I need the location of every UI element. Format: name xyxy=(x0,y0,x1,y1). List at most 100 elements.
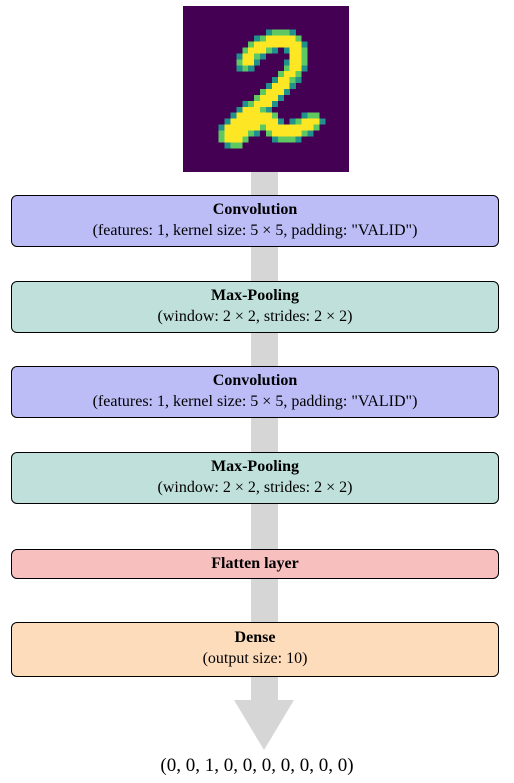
digit-pixel xyxy=(236,118,243,125)
digit-pixel xyxy=(236,106,243,113)
digit-pixel xyxy=(313,112,320,119)
digit-pixel xyxy=(271,41,278,48)
digit-pixel xyxy=(283,59,290,66)
digit-pixel xyxy=(248,124,255,131)
layer-detail: (window: 2 × 2, strides: 2 × 2) xyxy=(157,308,353,325)
digit-pixel xyxy=(260,89,267,96)
digit-pixel xyxy=(277,77,284,84)
digit-pixel xyxy=(295,47,302,54)
digit-pixel xyxy=(295,35,302,42)
digit-pixel xyxy=(266,118,273,125)
digit-pixel xyxy=(295,118,302,125)
digit-pixel xyxy=(224,124,231,131)
digit-pixel xyxy=(254,130,261,137)
digit-pixel xyxy=(230,136,237,143)
digit-pixel xyxy=(289,83,296,90)
digit-pixel xyxy=(254,35,261,42)
digit-pixel xyxy=(301,59,308,66)
digit-pixel xyxy=(313,118,320,125)
digit-pixel xyxy=(289,130,296,137)
digit-pixel xyxy=(236,53,243,60)
digit-pixel xyxy=(271,89,278,96)
digit-pixel xyxy=(307,130,314,137)
digit-pixel xyxy=(248,65,255,72)
digit-pixel xyxy=(283,29,290,36)
digit-pixel xyxy=(242,124,249,131)
digit-pixel xyxy=(260,112,267,119)
digit-pixel xyxy=(266,41,273,48)
digit-pixel xyxy=(248,53,255,60)
digit-pixel xyxy=(307,124,314,131)
digit-pixel xyxy=(236,112,243,119)
digit-pixel xyxy=(236,59,243,66)
digit-pixel xyxy=(260,41,267,48)
digit-pixel xyxy=(283,77,290,84)
digit-pixel xyxy=(289,118,296,125)
flatten-layer: Flatten layer xyxy=(11,549,499,579)
digit-pixel xyxy=(301,53,308,60)
digit-pixel xyxy=(271,124,278,131)
digit-pixel xyxy=(260,124,267,131)
digit-pixel xyxy=(283,124,290,131)
digit-pixel xyxy=(271,100,278,107)
digit-pixel xyxy=(301,130,308,137)
digit-pixel xyxy=(271,118,278,125)
digit-pixel xyxy=(271,94,278,101)
digit-pixel xyxy=(295,59,302,66)
digit-pixel xyxy=(260,53,267,60)
digit-pixel xyxy=(242,106,249,113)
output-vector: (0, 0, 1, 0, 0, 0, 0, 0, 0, 0) xyxy=(160,755,354,776)
digit-pixel xyxy=(266,35,273,42)
digit-pixel xyxy=(266,47,273,54)
digit-pixel xyxy=(301,118,308,125)
digit-pixel xyxy=(260,100,267,107)
digit-pixel xyxy=(277,118,284,125)
digit-pixel xyxy=(242,100,249,107)
digit-pixel xyxy=(242,53,249,60)
digit-pixel xyxy=(224,118,231,125)
digit-pixel xyxy=(271,83,278,90)
convolution-layer-2: Convolution (features: 1, kernel size: 5… xyxy=(11,366,499,418)
digit-pixel xyxy=(260,106,267,113)
digit-pixel xyxy=(224,136,231,143)
digit-pixel xyxy=(283,130,290,137)
digit-pixel xyxy=(254,112,261,119)
layer-title: Convolution xyxy=(212,201,298,218)
digit-pixel xyxy=(266,124,273,131)
digit-pixel xyxy=(289,124,296,131)
digit-pixel xyxy=(254,41,261,48)
digit-pixel xyxy=(236,130,243,137)
digit-pixel xyxy=(295,136,302,143)
digit-pixel xyxy=(283,71,290,78)
digit-pixel xyxy=(307,118,314,125)
digit-pixel xyxy=(248,59,255,66)
layer-detail: (features: 1, kernel size: 5 × 5, paddin… xyxy=(92,222,418,239)
digit-pixel xyxy=(271,112,278,119)
digit-pixel xyxy=(283,47,290,54)
digit-pixel xyxy=(236,124,243,131)
digit-pixel xyxy=(266,112,273,119)
digit-pixel xyxy=(289,29,296,36)
digit-pixel xyxy=(271,136,278,143)
digit-pixel xyxy=(295,130,302,137)
digit-pixel xyxy=(266,94,273,101)
digit-pixel xyxy=(248,118,255,125)
digit-pixel xyxy=(277,124,284,131)
digit-pixel xyxy=(248,130,255,137)
digit-pixel xyxy=(260,35,267,42)
layer-title: Max-Pooling xyxy=(211,287,299,304)
digit-pixel xyxy=(283,35,290,42)
digit-pixel xyxy=(236,142,243,149)
layer-detail: (output size: 10) xyxy=(202,650,308,667)
digit-pixel xyxy=(301,112,308,119)
digit-pixel xyxy=(236,65,243,72)
digit-pixel xyxy=(271,77,278,84)
digit-pixel xyxy=(224,130,231,137)
digit-pixel xyxy=(260,118,267,125)
digit-pixel xyxy=(277,35,284,42)
digit-pixel xyxy=(248,41,255,48)
digit-pixel xyxy=(230,142,237,149)
digit-pixel xyxy=(277,71,284,78)
digit-pixel xyxy=(295,71,302,78)
digit-pixel xyxy=(271,130,278,137)
